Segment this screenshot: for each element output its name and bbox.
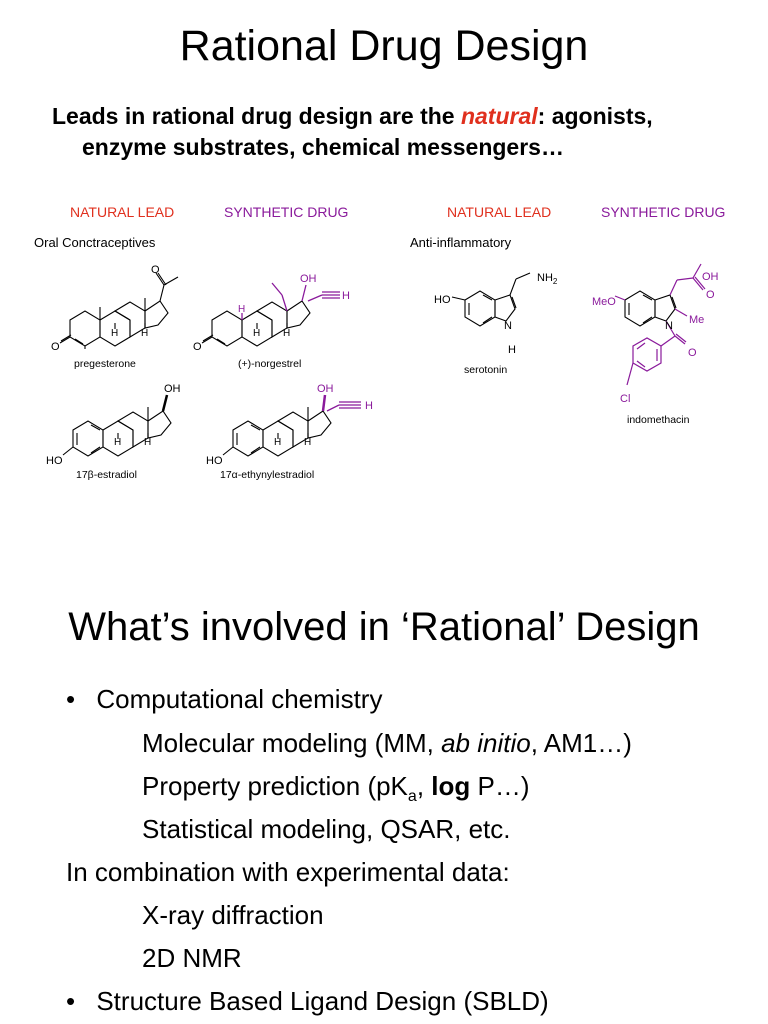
- item-property-prediction: Property prediction (pKa, log P…): [142, 771, 530, 806]
- item-subscript: a: [407, 788, 417, 806]
- label-serotonin: serotonin: [464, 364, 508, 376]
- bullet-sbld: • Structure Based Ligand Design (SBLD): [66, 986, 549, 1017]
- bullet-text: Computational chemistry: [96, 684, 383, 714]
- pregesterone-h-1: H: [111, 328, 118, 339]
- pregesterone-oxygen: O: [51, 341, 60, 353]
- item-text-mid: ,: [416, 771, 432, 801]
- bullet-computational-chemistry: • Computational chemistry: [66, 684, 382, 715]
- category-anti-inflammatory: Anti-inflammatory: [410, 235, 512, 250]
- norgestrel-hydroxyl: OH: [300, 273, 317, 285]
- item-text-end: P…): [470, 771, 530, 801]
- header-synthetic-drug-left: SYNTHETIC DRUG: [224, 204, 349, 220]
- norgestrel-structure: O OH H H H H: [193, 273, 350, 353]
- serotonin-n-h: H: [508, 344, 516, 356]
- estradiol-h-1: H: [114, 437, 121, 448]
- item-statistical-modeling: Statistical modeling, QSAR, etc.: [142, 814, 511, 844]
- indomethacin-carbonyl-oxygen: O: [688, 347, 697, 359]
- ethynylestradiol-oh: OH: [317, 383, 334, 395]
- indomethacin-acid-oxygen: O: [706, 289, 715, 301]
- estradiol-ho: HO: [46, 455, 63, 467]
- norgestrel-h-1: H: [253, 328, 260, 339]
- norgestrel-h-2: H: [283, 328, 290, 339]
- serotonin-n: N: [504, 320, 512, 332]
- item-experimental-data: In combination with experimental data:: [66, 857, 510, 887]
- indomethacin-n: N: [665, 320, 673, 332]
- indomethacin-me: Me: [689, 314, 704, 326]
- estradiol-structure: HO OH H H: [46, 383, 181, 467]
- label-ethynylestradiol: 17α-ethynylestradiol: [220, 469, 315, 481]
- ethynylestradiol-ho: HO: [206, 455, 223, 467]
- lead-prefix: Leads in rational drug design are the: [52, 103, 461, 129]
- item-italic: ab initio: [441, 728, 531, 758]
- serotonin-structure: HO NH2 N H: [434, 272, 558, 356]
- item-molecular-modeling: Molecular modeling (MM, ab initio, AM1…): [142, 728, 632, 759]
- norgestrel-oxygen: O: [193, 341, 202, 353]
- serotonin-nh2: NH2: [537, 272, 558, 286]
- item-2d-nmr: 2D NMR: [142, 943, 242, 973]
- lead-sentence: Leads in rational drug design are the na…: [52, 101, 653, 163]
- indomethacin-meo: MeO: [592, 296, 616, 308]
- lead-highlight: natural: [460, 103, 538, 129]
- label-indomethacin: indomethacin: [627, 414, 690, 426]
- item-text: Property prediction (pK: [142, 771, 408, 801]
- estradiol-oh: OH: [164, 383, 181, 395]
- serotonin-nh2-subscript: 2: [553, 277, 558, 286]
- ethynylestradiol-h-2: H: [304, 437, 311, 448]
- bullet-marker: •: [66, 684, 76, 714]
- serotonin-ho: HO: [434, 294, 451, 306]
- item-bold: log: [431, 771, 471, 801]
- label-norgestrel: (+)-norgestrel: [238, 358, 302, 370]
- item-text-end: , AM1…): [530, 728, 632, 758]
- header-natural-lead-left: NATURAL LEAD: [70, 204, 175, 220]
- ethynylestradiol-h-1: H: [274, 437, 281, 448]
- ethynylestradiol-structure: HO OH H H H: [206, 383, 373, 467]
- slide-2-title: What’s involved in ‘Rational’ Design: [68, 605, 700, 649]
- header-natural-lead-right: NATURAL LEAD: [447, 204, 552, 220]
- item-text: Molecular modeling (MM,: [142, 728, 442, 758]
- label-estradiol: 17β-estradiol: [76, 469, 137, 481]
- indomethacin-oh: OH: [702, 271, 719, 283]
- category-oral-contraceptives: Oral Conctraceptives: [34, 235, 156, 250]
- norgestrel-h-top: H: [238, 304, 245, 315]
- indomethacin-structure: MeO OH O Me N O Cl: [592, 263, 719, 405]
- slide-title: Rational Drug Design: [179, 22, 589, 70]
- bullet-marker: •: [66, 986, 76, 1016]
- pregesterone-h-2: H: [141, 328, 148, 339]
- ethynylestradiol-alkyne-h: H: [365, 400, 373, 412]
- estradiol-h-2: H: [144, 437, 151, 448]
- lead-suffix: : agonists,: [537, 103, 653, 129]
- lead-line-2: enzyme substrates, chemical messengers…: [82, 134, 564, 160]
- serotonin-nh: NH: [537, 272, 553, 284]
- indomethacin-cl: Cl: [620, 393, 630, 405]
- pregesterone-structure: O O H H: [51, 264, 179, 353]
- norgestrel-alkyne-h: H: [342, 290, 350, 302]
- header-synthetic-drug-right: SYNTHETIC DRUG: [601, 204, 726, 220]
- item-xray-diffraction: X-ray diffraction: [142, 900, 324, 930]
- bullet-text: Structure Based Ligand Design (SBLD): [96, 986, 549, 1016]
- pregesterone-ketone-oxygen: O: [151, 264, 160, 276]
- label-pregesterone: pregesterone: [74, 358, 136, 370]
